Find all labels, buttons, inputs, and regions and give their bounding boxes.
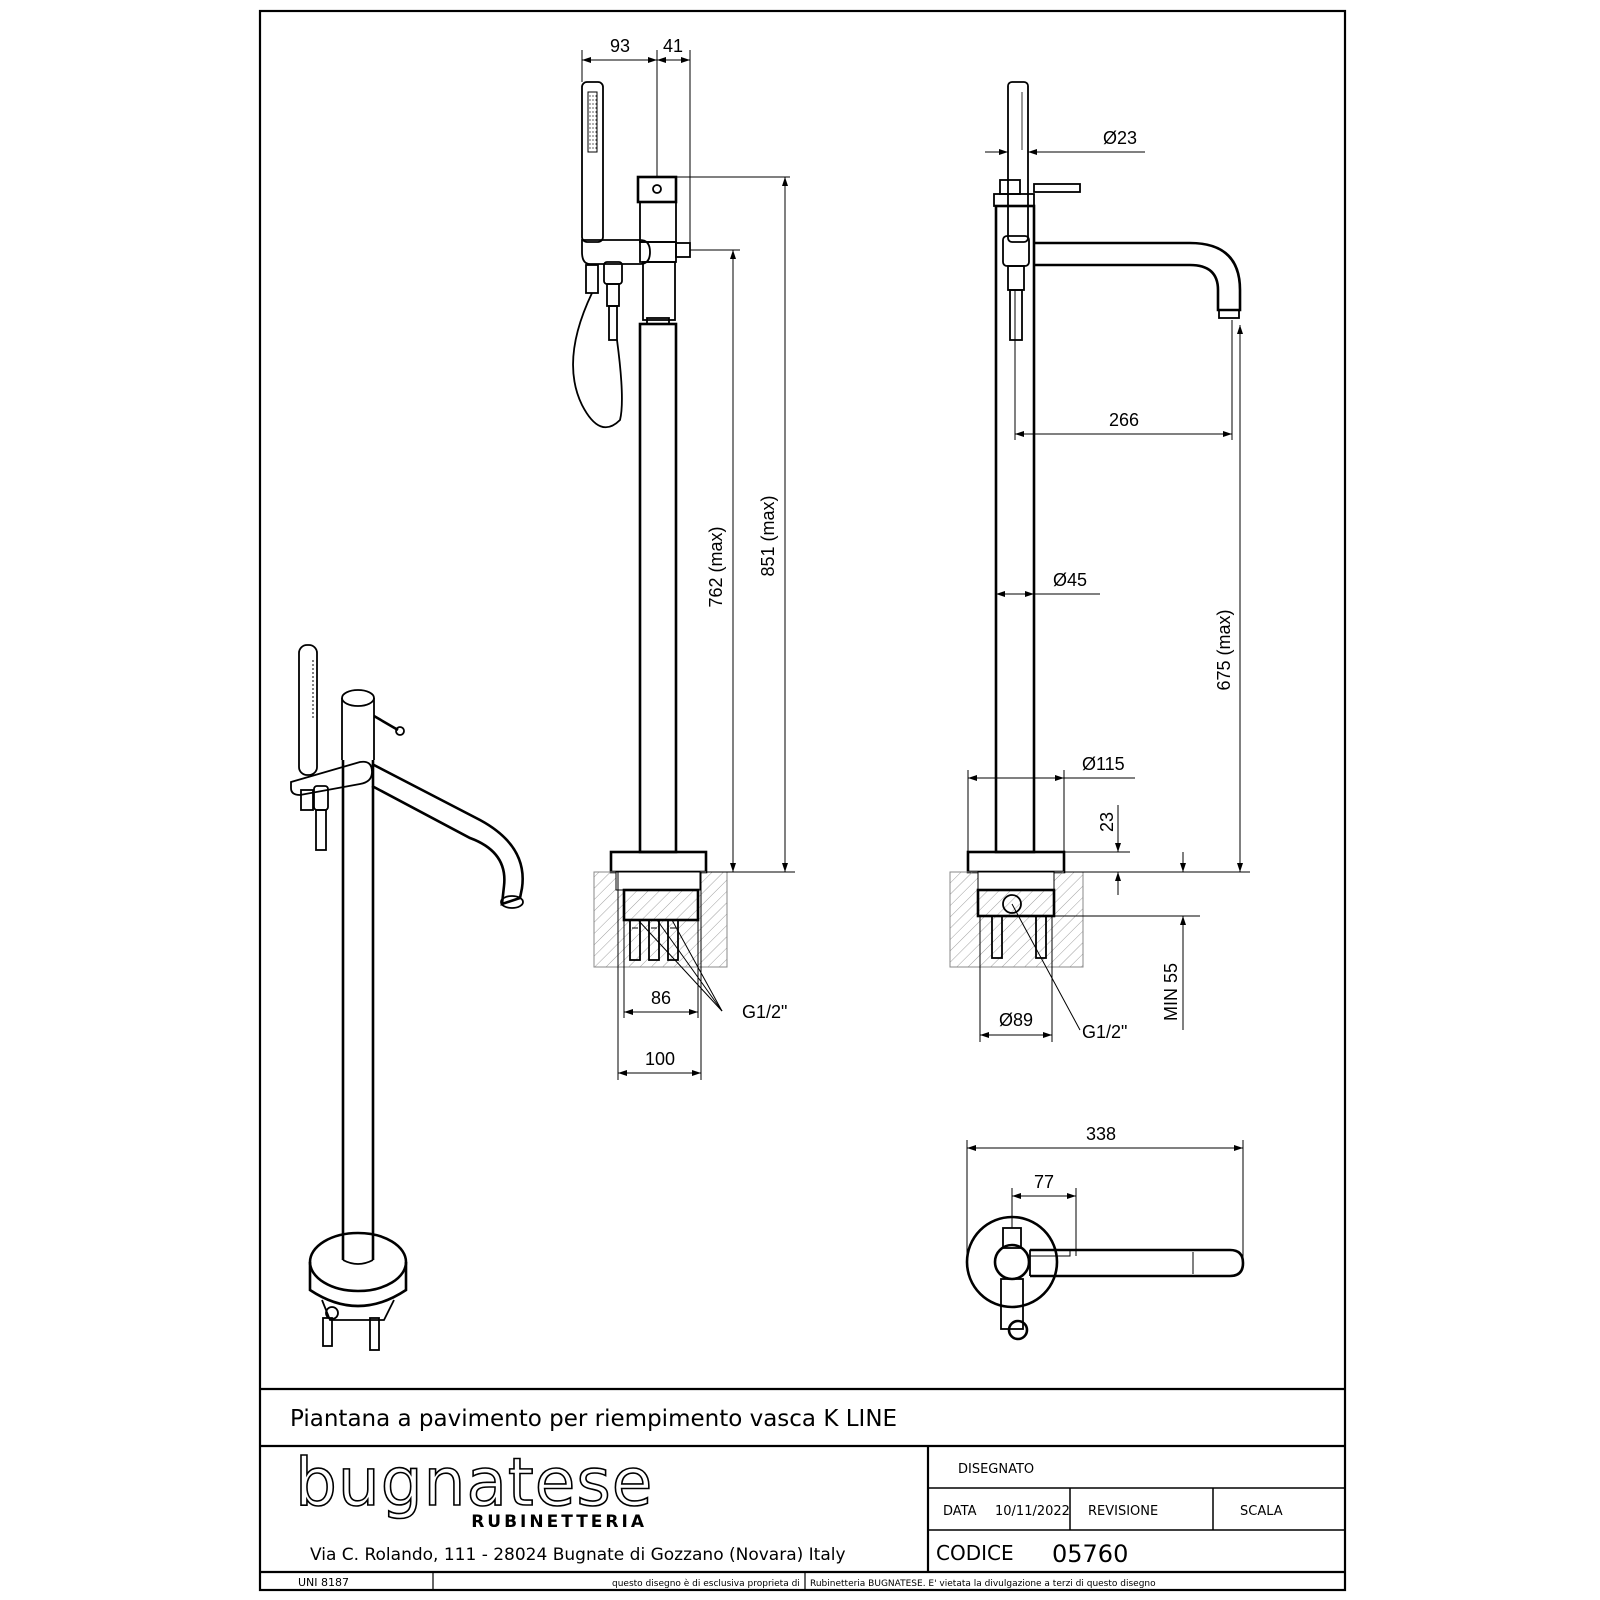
company-logo-word: bugnatese — [295, 1444, 653, 1521]
side-base-plate — [966, 850, 1066, 874]
codice-label: CODICE — [936, 1541, 1014, 1565]
iso-spout — [371, 762, 524, 906]
dim-dia45: Ø45 — [1053, 570, 1087, 590]
sheet-border — [258, 9, 1347, 1592]
front-base-plate — [609, 850, 708, 874]
top-base-plate — [965, 1215, 1059, 1309]
data-label: DATA — [943, 1504, 977, 1519]
dim-g12-front: G1/2" — [742, 1002, 787, 1022]
scala-label: SCALA — [1240, 1504, 1283, 1519]
dim-86: 86 — [651, 988, 671, 1008]
side-hand-shower — [1007, 81, 1029, 243]
front-view: 93 41 762 (max) 851 (max) 86 100 G1/2" — [572, 36, 795, 1080]
front-hand-shower — [581, 81, 604, 243]
iso-base-plate — [308, 1231, 408, 1293]
dim-338: 338 — [1086, 1124, 1116, 1144]
revisione-label: REVISIONE — [1088, 1504, 1158, 1519]
disegnato-label: DISEGNATO — [958, 1462, 1034, 1477]
company-logo-sub: RUBINETTERIA — [471, 1512, 647, 1532]
dim-851: 851 (max) — [758, 495, 778, 576]
dim-dia89: Ø89 — [999, 1010, 1033, 1030]
dim-93: 93 — [610, 36, 630, 56]
codice-value: 05760 — [1052, 1540, 1128, 1568]
dim-23: 23 — [1097, 812, 1117, 832]
data-value: 10/11/2022 — [995, 1504, 1070, 1519]
dim-675: 675 (max) — [1214, 609, 1234, 690]
title-block: Piantana a pavimento per riempimento vas… — [260, 1387, 1345, 1590]
dim-77: 77 — [1034, 1172, 1054, 1192]
dim-dia23: Ø23 — [1103, 128, 1137, 148]
side-view: Ø23 266 Ø45 675 (max) Ø115 23 MIN 55 — [949, 81, 1250, 1042]
company-address: Via C. Rolando, 111 - 28024 Bugnate di G… — [310, 1545, 846, 1565]
front-mixer-cap — [636, 175, 678, 204]
dim-100: 100 — [645, 1049, 675, 1069]
footer-note-b: Rubinetteria BUGNATESE. E' vietata la di… — [810, 1579, 1156, 1589]
dim-41: 41 — [663, 36, 683, 56]
dim-266: 266 — [1109, 410, 1139, 430]
footer-note-a: questo disegno è di esclusiva proprieta … — [612, 1578, 800, 1589]
isometric-view — [290, 644, 524, 1351]
dim-762: 762 (max) — [706, 526, 726, 607]
dim-min55: MIN 55 — [1161, 963, 1181, 1021]
dim-g12-side: G1/2" — [1082, 1022, 1127, 1042]
dim-dia115: Ø115 — [1082, 754, 1125, 774]
uni-standard: UNI 8187 — [298, 1576, 349, 1589]
iso-hand-shower — [298, 644, 318, 776]
front-column — [638, 322, 678, 854]
drawing-title: Piantana a pavimento per riempimento vas… — [290, 1406, 897, 1432]
top-view: 338 77 — [965, 1124, 1245, 1341]
side-spout — [1034, 241, 1242, 312]
